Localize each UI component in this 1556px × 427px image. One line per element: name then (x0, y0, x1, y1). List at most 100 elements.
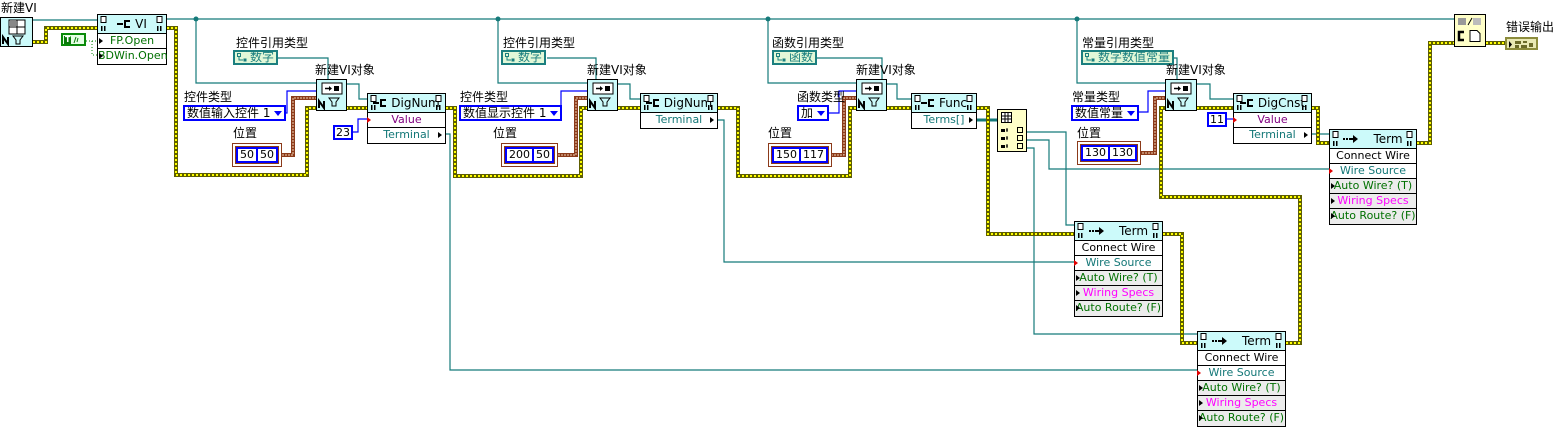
enum-wire[interactable] (1135, 90, 1165, 113)
value-constant[interactable]: 23 (333, 125, 353, 140)
position-x[interactable]: 130 (1083, 146, 1108, 159)
control-ref-constant[interactable]: 数字 (233, 50, 279, 65)
param-wire-source[interactable]: Wire Source (1329, 164, 1416, 179)
input-pin-icon (1331, 198, 1335, 204)
position-y[interactable]: 130 (1110, 146, 1135, 159)
reference-out-terminal-icon (435, 95, 442, 110)
output-pin-icon (969, 117, 973, 123)
param-auto-route[interactable]: Auto Route? (F) (1198, 411, 1285, 426)
reference-branch-wire[interactable] (497, 19, 587, 84)
property-terminal[interactable]: Terminal (1234, 128, 1311, 143)
func-property-node[interactable]: Func Terms[] (911, 93, 977, 129)
param-wiring-specs[interactable]: Wiring Specs (1330, 194, 1416, 209)
param-wiring-specs[interactable]: Wiring Specs (1075, 286, 1162, 301)
object-ref-wire[interactable] (887, 83, 911, 100)
property-bdwin-open[interactable]: BDWin.Open (98, 49, 168, 64)
param-auto-wire[interactable]: Auto Wire? (T) (1075, 271, 1162, 286)
ref-constant-value: 函数 (789, 50, 814, 64)
ref-type-label: 控件引用类型 (236, 36, 309, 50)
position-y[interactable]: 50 (534, 148, 552, 161)
ref-constant-value: 数字数值常量 (1098, 50, 1171, 64)
digcnst-property-node[interactable]: DigCnst Value Terminal (1233, 93, 1312, 144)
reference-branch-wire[interactable] (195, 19, 316, 84)
reference-in-terminal-icon (100, 16, 107, 31)
property-terminal[interactable]: Terminal (641, 113, 717, 128)
property-terminal[interactable]: Terminal (368, 128, 445, 143)
new-vi-object-node[interactable] (587, 79, 618, 112)
constant-ref-constant[interactable]: 数字数值常量 (1081, 50, 1175, 65)
new-vi-object-node[interactable] (856, 79, 887, 112)
index-output-wire[interactable] (1027, 147, 1197, 335)
property-value[interactable]: Value (367, 113, 445, 128)
error-wire[interactable] (1310, 106, 1331, 145)
param-wiring-specs[interactable]: Wiring Specs (1198, 396, 1285, 411)
position-x[interactable]: 150 (774, 148, 799, 161)
reference-out-terminal-icon (1275, 333, 1282, 348)
error-wire[interactable] (1161, 232, 1199, 345)
close-reference-node[interactable] (1454, 14, 1486, 47)
numeric-wire[interactable] (349, 118, 367, 133)
position-y[interactable]: 117 (801, 148, 826, 161)
error-out-indicator[interactable] (1505, 37, 1538, 50)
control-type-enum[interactable]: 数值显示控件 1 (459, 105, 563, 121)
object-ref-wire[interactable] (618, 83, 640, 100)
reference-in-terminal-icon (643, 95, 650, 110)
reference-branch-wire[interactable] (1076, 19, 1165, 84)
node-class-label: VI (135, 17, 147, 31)
param-wire-source[interactable]: Wire Source (1074, 256, 1162, 271)
property-fp-open[interactable]: FP.Open (98, 34, 166, 49)
ref-type-wire[interactable] (278, 57, 329, 79)
terminal-wire[interactable] (446, 133, 1197, 371)
wire-junction (1074, 16, 1080, 22)
vi-property-node[interactable]: VI FP.Open BDWin.Open (97, 14, 168, 65)
terminal-wire[interactable] (718, 119, 1074, 263)
position-x[interactable]: 200 (507, 148, 532, 161)
enum-value: 加 (801, 106, 814, 120)
reference-branch-wire[interactable] (767, 19, 856, 84)
term-connect-wire-node[interactable]: Term Connect Wire Wire Source Auto Wire?… (1197, 331, 1286, 427)
new-vi-object-node[interactable] (316, 79, 347, 112)
term-connect-wire-node[interactable]: Term Connect Wire Wire Source Auto Wire?… (1329, 129, 1417, 225)
invoke-node-icon (1088, 227, 1104, 235)
error-wire[interactable] (1415, 41, 1456, 145)
control-type-enum[interactable]: 数值输入控件 1 (183, 105, 287, 121)
param-auto-wire[interactable]: Auto Wire? (T) (1330, 179, 1416, 194)
boolean-constant[interactable]: T (61, 33, 86, 46)
enum-wire[interactable] (825, 90, 856, 114)
dignum-property-node[interactable]: DigNum Value Terminal (367, 93, 446, 144)
new-vi-object-node[interactable] (1165, 79, 1197, 112)
index-output-wire[interactable] (1027, 131, 1074, 226)
index-array-node[interactable] (997, 109, 1027, 152)
param-auto-route[interactable]: Auto Route? (F) (1075, 301, 1162, 316)
position-y[interactable]: 50 (258, 148, 276, 161)
control-ref-constant[interactable]: 数字 (501, 50, 547, 65)
method-name: Connect Wire (1075, 241, 1162, 256)
object-ref-wire[interactable] (1197, 83, 1233, 100)
new-vi-node[interactable] (0, 17, 33, 48)
object-ref-wire[interactable] (346, 83, 367, 100)
index-output-wire[interactable] (1027, 139, 1329, 170)
property-value[interactable]: Value (1233, 113, 1311, 128)
position-x[interactable]: 50 (238, 148, 256, 161)
ref-type-wire[interactable] (1173, 57, 1178, 79)
ref-type-wire[interactable] (547, 57, 597, 79)
reference-out-terminal-icon (966, 95, 973, 110)
value-constant[interactable]: 11 (1207, 112, 1227, 127)
dropdown-arrow-icon (274, 110, 283, 116)
dignum-property-node[interactable]: DigNum Terminal (640, 93, 718, 129)
property-terms[interactable]: Terms[] (912, 113, 976, 128)
constant-type-enum[interactable]: 数值常量 (1071, 105, 1140, 121)
param-auto-wire[interactable]: Auto Wire? (T) (1198, 381, 1285, 396)
term-connect-wire-node[interactable]: Term Connect Wire Wire Source Auto Wire?… (1074, 221, 1163, 317)
param-auto-route[interactable]: Auto Route? (F) (1330, 209, 1416, 224)
ref-type-wire[interactable] (817, 57, 883, 79)
param-wire-source[interactable]: Wire Source (1197, 366, 1285, 381)
boolean-icon (73, 36, 79, 43)
node-class-label: DigNum (391, 96, 440, 110)
function-type-enum[interactable]: 加 (797, 105, 830, 121)
function-ref-constant[interactable]: 函数 (772, 50, 818, 65)
